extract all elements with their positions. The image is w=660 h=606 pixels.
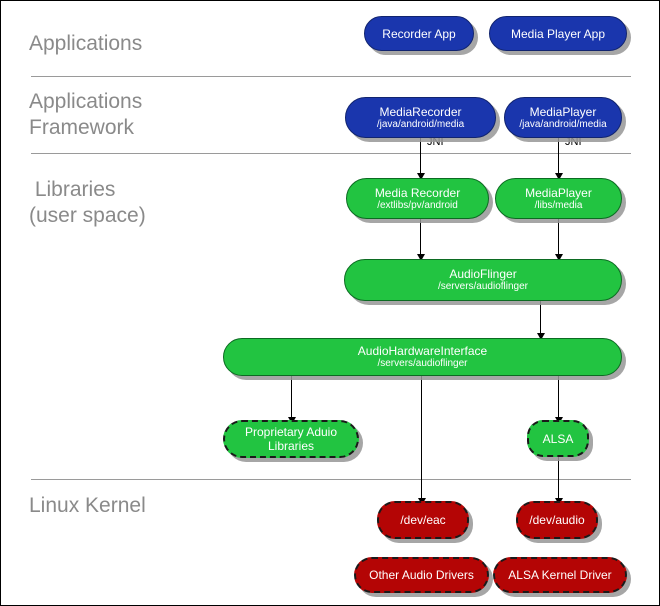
node-audiohardwareinterface-subtitle: /servers/audioflinger	[377, 358, 468, 369]
connector-mediaplayer-to-lib	[558, 138, 559, 176]
node-dev-audio-title: /dev/audio	[529, 513, 585, 527]
arrowhead-mediaplayer-to-lib	[555, 173, 563, 180]
connector-alsa-to-dev-audio	[558, 457, 559, 501]
layer-label-libraries: Libraries(user space)	[29, 178, 146, 227]
node-other-audio-drivers[interactable]: Other Audio Drivers	[354, 557, 489, 593]
node-audiohardwareinterface-title: AudioHardwareInterface	[357, 344, 488, 358]
node-recorder-app-title: Recorder App	[382, 26, 456, 41]
layer-label-linux-kernel: Linux Kernel	[29, 494, 146, 517]
node-dev-audio[interactable]: /dev/audio	[516, 501, 598, 539]
layer-separator-1	[31, 76, 631, 77]
edge-label-jni-player: JNI	[565, 136, 582, 148]
arrowhead-media-recorder-to-audioflinger	[417, 254, 425, 261]
node-mediarecorder-framework-title: MediaRecorder	[379, 104, 462, 119]
layer-separator-3	[31, 479, 631, 480]
connector-ahi-to-dev-eac	[421, 375, 422, 501]
connector-media-recorder-to-audioflinger	[420, 219, 421, 257]
node-proprietary-audio-libraries-title: Proprietary Aduio Libraries	[244, 425, 338, 453]
edge-label-jni-recorder: JNI	[427, 136, 444, 148]
node-mediaplayer-lib-subtitle: /libs/media	[534, 199, 583, 211]
node-mediaplayer-framework-title: MediaPlayer	[529, 104, 597, 119]
node-mediarecorder-framework-subtitle: /java/android/media	[376, 118, 465, 130]
node-dev-eac-title: /dev/eac	[400, 513, 446, 527]
node-recorder-app[interactable]: Recorder App	[364, 16, 474, 51]
connector-mediarecorder-to-lib	[420, 138, 421, 176]
node-mediaplayer-framework[interactable]: MediaPlayer /java/android/media	[504, 97, 622, 138]
connector-mediaplayer-lib-to-audioflinger	[558, 219, 559, 257]
connector-ahi-to-alsa	[558, 375, 559, 421]
node-mediaplayer-lib-title: MediaPlayer	[525, 185, 592, 200]
node-audioflinger-title: AudioFlinger	[449, 267, 517, 281]
node-media-player-app[interactable]: Media Player App	[489, 16, 627, 51]
arrowhead-mediarecorder-to-lib	[417, 173, 425, 180]
node-media-recorder-lib-subtitle: /extlibs/pv/android	[377, 199, 458, 211]
node-audioflinger[interactable]: AudioFlinger /servers/audioflinger	[344, 259, 622, 301]
node-audiohardwareinterface[interactable]: AudioHardwareInterface /servers/audiofli…	[223, 338, 622, 376]
node-alsa-title: ALSA	[542, 431, 574, 446]
node-alsa-kernel-driver[interactable]: ALSA Kernel Driver	[493, 557, 627, 593]
node-alsa-kernel-driver-title: ALSA Kernel Driver	[508, 568, 612, 582]
node-mediaplayer-lib[interactable]: MediaPlayer /libs/media	[495, 178, 622, 219]
node-dev-eac[interactable]: /dev/eac	[377, 501, 469, 539]
connector-audioflinger-to-audiohardwareinterface	[540, 301, 541, 337]
layer-separator-2	[31, 153, 631, 154]
node-media-recorder-lib-title: Media Recorder	[374, 185, 461, 200]
node-mediarecorder-framework[interactable]: MediaRecorder /java/android/media	[345, 97, 496, 138]
node-other-audio-drivers-title: Other Audio Drivers	[369, 568, 474, 582]
node-media-recorder-lib[interactable]: Media Recorder /extlibs/pv/android	[346, 178, 489, 219]
arrowhead-mediaplayer-lib-to-audioflinger	[555, 254, 563, 261]
node-proprietary-audio-libraries[interactable]: Proprietary Aduio Libraries	[223, 420, 359, 458]
node-alsa[interactable]: ALSA	[527, 420, 589, 457]
node-mediaplayer-framework-subtitle: /java/android/media	[519, 118, 607, 130]
node-audioflinger-subtitle: /servers/audioflinger	[437, 281, 529, 292]
layer-label-applications: Applications	[29, 32, 143, 55]
arrowhead-audioflinger-to-audiohardwareinterface	[537, 333, 545, 340]
node-media-player-app-title: Media Player App	[510, 26, 606, 41]
connector-ahi-to-proprietary	[291, 375, 292, 421]
